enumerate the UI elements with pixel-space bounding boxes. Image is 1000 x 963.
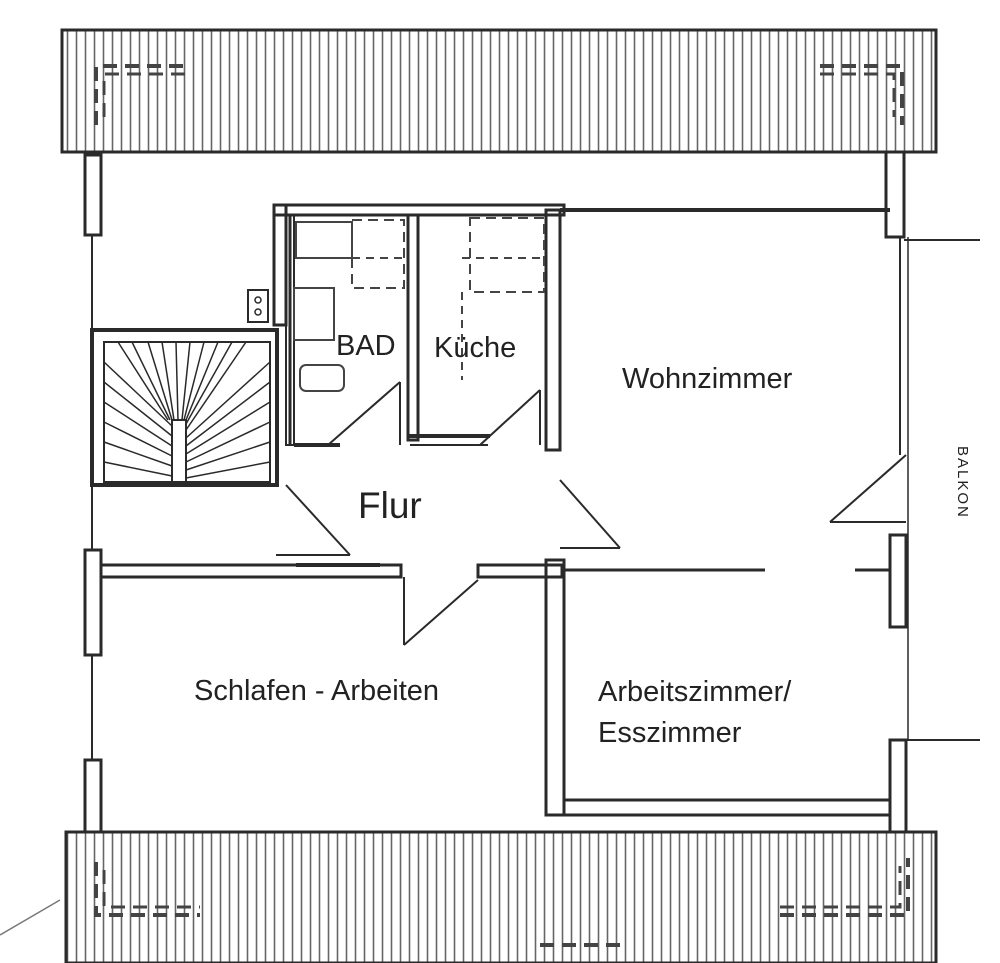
- room-label-kueche: Küche: [434, 332, 516, 364]
- room-label-bad: BAD: [336, 330, 396, 362]
- balkon-label: BALKON: [954, 446, 971, 519]
- staircase: [90, 328, 279, 487]
- bad-kueche-walls: [247, 203, 890, 452]
- room-label-arbeitszimmer-2: Esszimmer: [598, 717, 742, 749]
- room-label-schlafen: Schlafen - Arbeiten: [194, 675, 439, 707]
- bad-fixtures: [293, 219, 405, 392]
- middle-walls: [99, 563, 890, 646]
- kueche-fixtures: [461, 217, 545, 380]
- room-label-arbeitszimmer-1: Arbeitszimmer/: [598, 676, 792, 708]
- roof-top: [60, 28, 938, 154]
- roof-bottom: [0, 830, 938, 963]
- outer-walls: [83, 150, 980, 834]
- room-label-flur: Flur: [358, 485, 422, 526]
- arbeitszimmer-walls: [544, 558, 890, 817]
- room-label-wohnzimmer: Wohnzimmer: [622, 363, 793, 395]
- flur-walls: [276, 381, 907, 556]
